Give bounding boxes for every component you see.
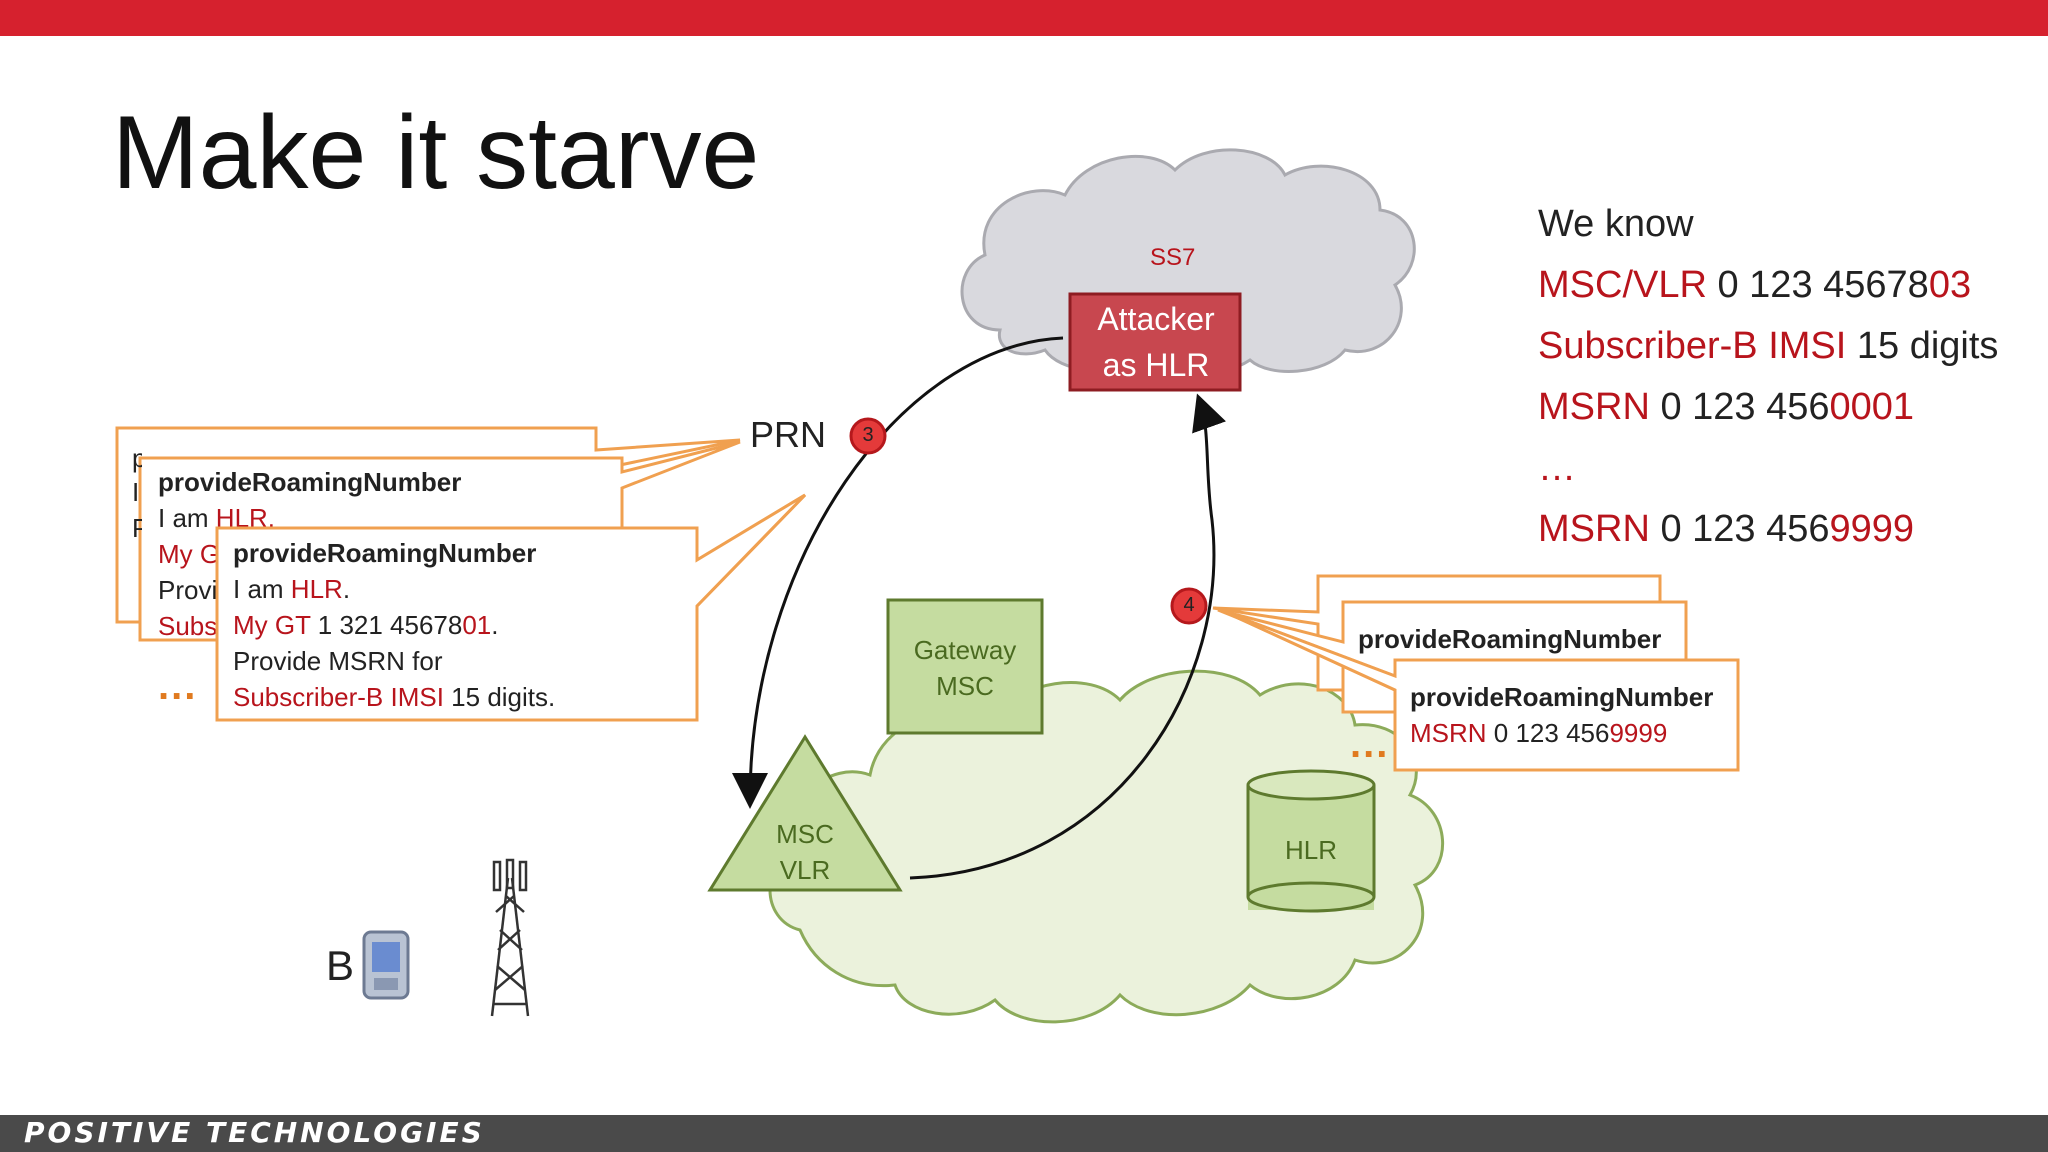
subscriber-b-label: B bbox=[326, 942, 355, 989]
top-accent-bar bbox=[0, 0, 2048, 36]
gateway-msc-line2: MSC bbox=[936, 671, 994, 701]
hlr-label: HLR bbox=[1284, 835, 1337, 865]
left-mid-title: provideRoamingNumber bbox=[158, 467, 462, 497]
left-back-line1: I bbox=[132, 477, 140, 507]
we-know-msc-red: MSC/VLR bbox=[1538, 264, 1707, 306]
msc-vlr-line1: MSC bbox=[776, 819, 834, 849]
right-front-callout-text: provideRoamingNumber MSRN 0 123 4569999 bbox=[1410, 679, 1713, 751]
prn-label: PRN bbox=[750, 414, 827, 455]
attacker-label-line2: as HLR bbox=[1102, 347, 1210, 383]
gateway-msc-box bbox=[886, 598, 1044, 735]
we-know-imsi-text: 15 digits bbox=[1846, 325, 1999, 367]
ss7-label: SS7 bbox=[1150, 244, 1196, 271]
left-mid-line1-prefix: I am bbox=[158, 503, 216, 533]
left-front-line2-red2: 01 bbox=[462, 610, 492, 640]
left-back-callout-text: provideRoamingNumber I P bbox=[132, 440, 142, 546]
hlr-cylinder bbox=[1246, 769, 1376, 913]
right-front-msrn-red: MSRN bbox=[1410, 718, 1487, 748]
bottom-bar bbox=[0, 1115, 2048, 1152]
we-know-msrn2-text: 0 123 456 bbox=[1649, 508, 1830, 550]
gateway-msc-label: Gateway MSC bbox=[888, 632, 1042, 704]
we-know-ellipsis: … bbox=[1538, 447, 1576, 489]
left-front-line4-text: 15 digits. bbox=[443, 682, 556, 712]
left-front-line4-red: Subscriber-B IMSI bbox=[233, 682, 444, 712]
we-know-heading: We know bbox=[1538, 203, 1694, 245]
cell-tower-icon bbox=[490, 858, 530, 1017]
left-front-line2-text: 1 321 45678 bbox=[310, 610, 463, 640]
left-front-title: provideRoamingNumber bbox=[233, 538, 537, 568]
right-front-title: provideRoamingNumber bbox=[1410, 682, 1714, 712]
left-mid-line3: Provi bbox=[158, 575, 218, 605]
arrow-msrn-to-attacker bbox=[909, 393, 1227, 880]
msc-vlr-label: MSC VLR bbox=[755, 816, 855, 888]
msc-vlr-line2: VLR bbox=[779, 855, 831, 885]
left-back-line3: P bbox=[132, 513, 142, 543]
we-know-msrn2-red: MSRN bbox=[1538, 508, 1650, 550]
left-front-line1-suffix: . bbox=[342, 574, 351, 604]
we-know-msrn1-red: MSRN bbox=[1538, 386, 1650, 428]
left-front-line2-red: My GT bbox=[233, 610, 311, 640]
msc-vlr-triangle bbox=[707, 734, 903, 892]
step-4-marker bbox=[1170, 587, 1208, 625]
left-mid-line4: Subs bbox=[158, 611, 218, 641]
we-know-imsi-red: Subscriber-B IMSI bbox=[1538, 325, 1847, 367]
step-4-number: 4 bbox=[1183, 594, 1195, 616]
we-know-panel: We know MSC/VLR 0 123 4567803 Subscriber… bbox=[1538, 194, 1998, 560]
step-3-number: 3 bbox=[862, 424, 874, 446]
left-front-callout-text: provideRoamingNumber I am HLR. My GT 1 3… bbox=[233, 535, 555, 715]
we-know-msrn2-red2: 9999 bbox=[1829, 508, 1915, 550]
attacker-hlr-box bbox=[1068, 292, 1242, 392]
mobile-phone-icon bbox=[362, 930, 410, 1000]
left-front-line2-suffix: . bbox=[491, 610, 499, 640]
we-know-msrn1-red2: 0001 bbox=[1829, 386, 1915, 428]
right-callouts-ellipsis: ... bbox=[1350, 722, 1390, 766]
attacker-label-line1: Attacker bbox=[1097, 301, 1215, 337]
right-front-msrn-red2: 9999 bbox=[1609, 718, 1668, 748]
attacker-label: Attacker as HLR bbox=[1070, 296, 1242, 388]
left-mid-line2: My G bbox=[158, 539, 221, 569]
left-callouts-ellipsis: ... bbox=[158, 664, 198, 708]
we-know-msc-text: 0 123 45678 bbox=[1706, 264, 1929, 306]
right-mid-callout-text: provideRoamingNumber bbox=[1358, 621, 1661, 657]
slide-title: Make it starve bbox=[112, 95, 760, 211]
left-mid-line1-red: HLR. bbox=[215, 503, 276, 533]
left-front-line3: Provide MSRN for bbox=[233, 646, 443, 676]
brand-logo-text: POSITIVE TECHNOLOGIES bbox=[24, 1116, 485, 1149]
gateway-msc-line1: Gateway bbox=[913, 635, 1017, 665]
left-front-line1-red: HLR bbox=[290, 574, 343, 604]
right-front-msrn-text: 0 123 456 bbox=[1486, 718, 1610, 748]
we-know-msc-red2: 03 bbox=[1928, 264, 1972, 306]
left-back-title: provideRoamingNumber bbox=[132, 443, 142, 473]
right-mid-title: provideRoamingNumber bbox=[1358, 624, 1662, 654]
left-front-line1-prefix: I am bbox=[233, 574, 291, 604]
step-3-marker bbox=[849, 417, 887, 455]
we-know-msrn1-text: 0 123 456 bbox=[1649, 386, 1830, 428]
